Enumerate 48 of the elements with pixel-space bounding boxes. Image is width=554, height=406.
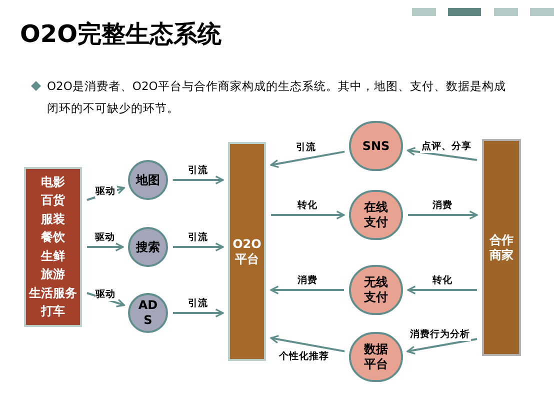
node-label: 地图: [135, 172, 161, 188]
node-label: O2O平台: [232, 236, 262, 266]
arrow: [173, 242, 224, 252]
description-text: O2O是消费者、O2O平台与合作商家构成的生态系统。其中，地图、支付、数据是构成闭环的不可缺少的环节。: [47, 78, 507, 117]
edge-label: 引流: [187, 298, 209, 310]
node-label: 百货: [41, 193, 65, 208]
node-label: 在线支付: [362, 200, 389, 230]
edge-label: 消费: [296, 275, 318, 287]
node-label: 旅游: [41, 267, 65, 282]
node-label: 电影: [41, 174, 65, 190]
edge-label: 转化: [296, 200, 318, 212]
node-label: 服装: [41, 212, 65, 227]
arrow: [406, 147, 478, 161]
arrow: [270, 286, 344, 294]
title: O2O完整生态系统: [20, 19, 222, 50]
arrow: [270, 334, 345, 352]
edge-label: 转化: [432, 275, 454, 287]
edge-label: 消费行为分析: [409, 329, 472, 342]
node-label: ADS: [137, 298, 159, 328]
node-label: 搜索: [135, 240, 161, 254]
arrow: [408, 210, 478, 220]
edge-label: 驱动: [94, 186, 117, 198]
arrow: [407, 286, 477, 294]
arrow: [87, 242, 124, 252]
edge-label: 点评、分享: [420, 141, 472, 154]
node-label: 打车: [41, 304, 65, 320]
arrow: [173, 308, 224, 318]
merchant-box: [482, 139, 521, 356]
node-label: 生活服务: [29, 286, 77, 301]
node-label: SNS: [361, 138, 391, 154]
arrow: [406, 338, 478, 354]
arrow: [271, 210, 345, 220]
edge-label: 消费: [432, 200, 454, 212]
node-label: 无线支付: [363, 275, 389, 305]
node-label: 数据平台: [362, 342, 389, 372]
edge-label: 驱动: [94, 289, 117, 302]
category-box: [24, 167, 82, 327]
node-label: 生鲜: [41, 248, 65, 264]
node-label: 合作商家: [488, 232, 514, 262]
edge-label: 引流: [294, 142, 317, 154]
edge-label: 驱动: [94, 232, 116, 244]
edge-label: 引流: [187, 165, 209, 177]
platform-box: [228, 142, 266, 361]
node-label: 餐饮: [41, 230, 65, 246]
arrow: [270, 150, 345, 168]
edge-label: 引流: [187, 232, 209, 244]
edge-label: 个性化推荐: [278, 350, 330, 363]
arrow: [173, 176, 224, 184]
